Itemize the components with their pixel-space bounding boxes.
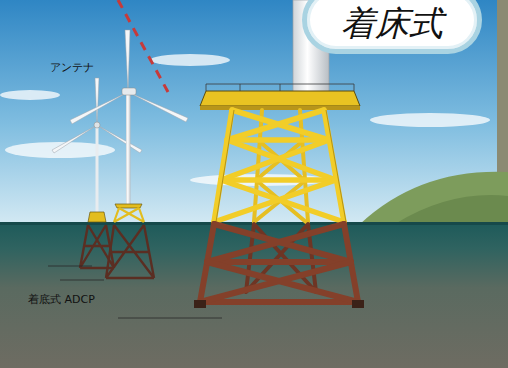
turbine-far bbox=[52, 78, 142, 222]
antenna-label: アンテナ bbox=[50, 61, 94, 74]
turbine-near bbox=[70, 30, 188, 222]
banner-text: 着床式 bbox=[341, 5, 443, 42]
photo-strip bbox=[497, 0, 508, 172]
sky bbox=[0, 0, 508, 224]
signal-line bbox=[118, 0, 168, 92]
pile-feet bbox=[194, 300, 364, 308]
seabed-markers bbox=[48, 266, 222, 318]
platform bbox=[200, 84, 360, 110]
sea bbox=[0, 222, 508, 368]
far-jackets-underwater bbox=[80, 225, 154, 278]
adcp-label: 着底式 ADCP bbox=[28, 293, 95, 306]
hill-shade bbox=[395, 195, 508, 224]
jacket-upper-front bbox=[214, 110, 344, 222]
title-banner: 着床式 bbox=[302, 0, 482, 54]
jacket-lower-front bbox=[200, 224, 358, 302]
jacket-shading bbox=[216, 110, 346, 222]
clouds bbox=[0, 54, 490, 186]
hill bbox=[360, 172, 508, 224]
